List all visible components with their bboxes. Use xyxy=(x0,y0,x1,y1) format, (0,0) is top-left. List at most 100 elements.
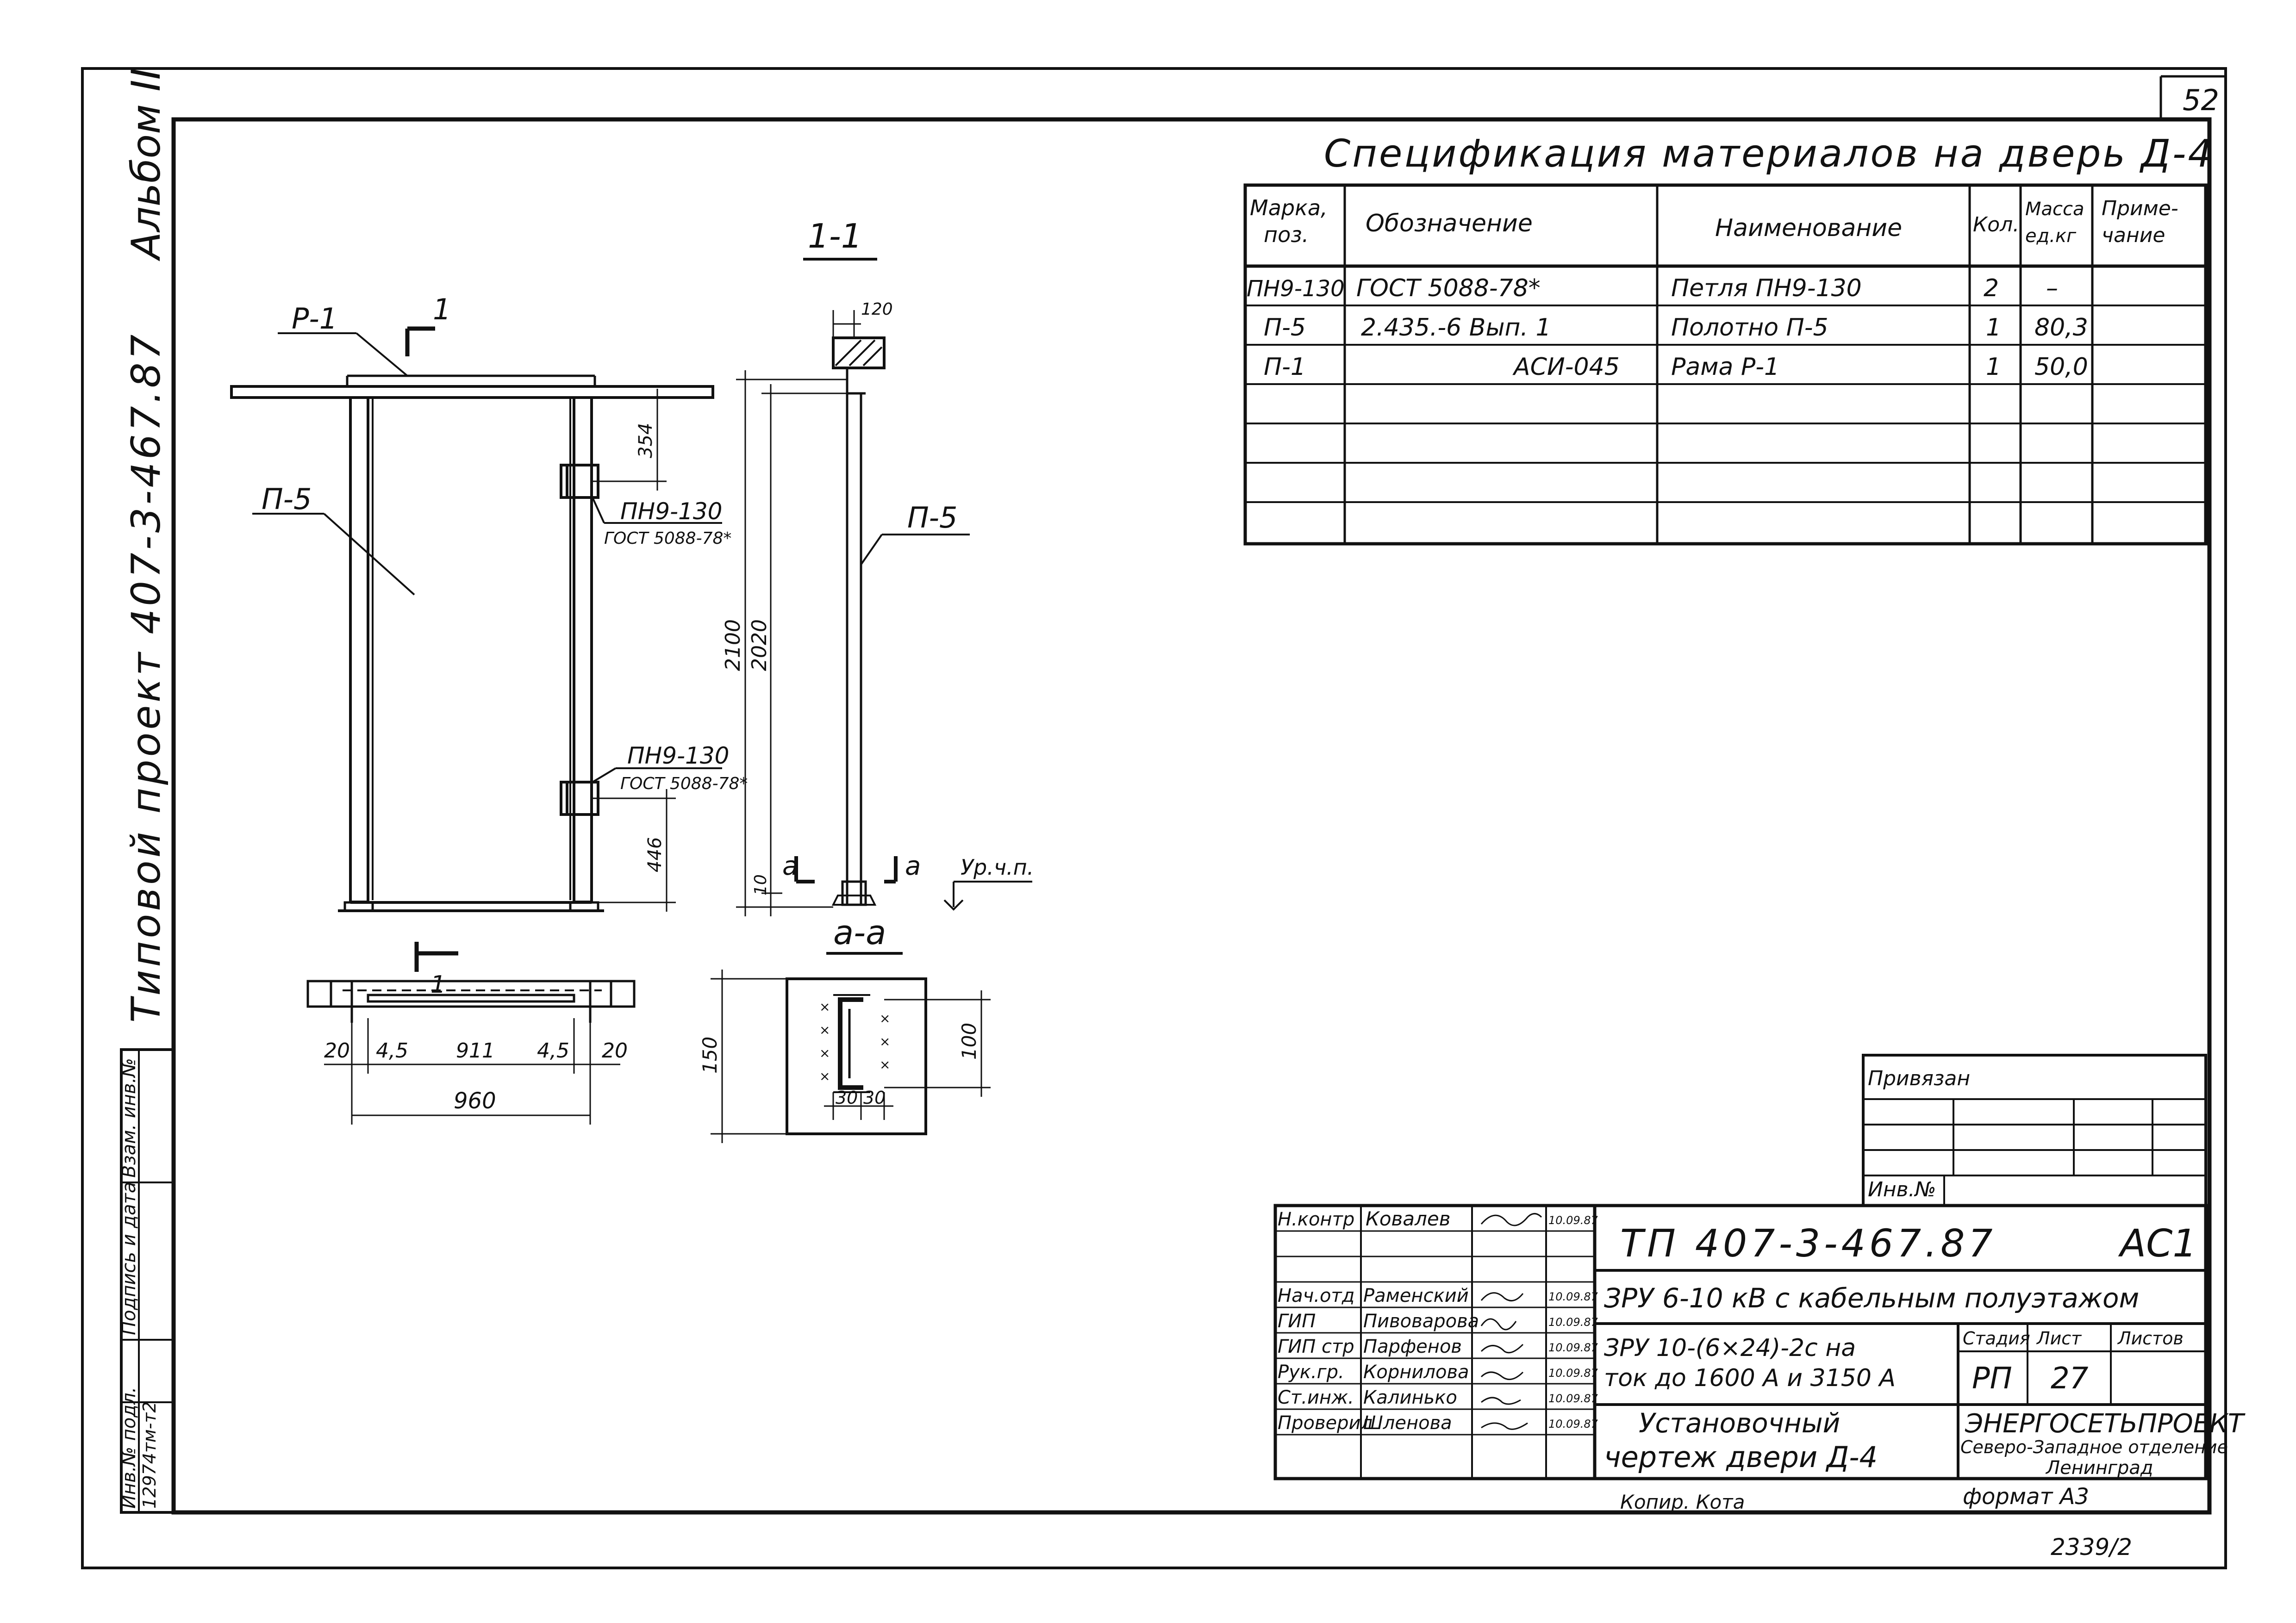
spec-r1-designation: ГОСТ 5088-78* xyxy=(1356,274,1541,302)
plan-leaf xyxy=(367,994,575,1003)
signatures xyxy=(1480,1213,1542,1430)
name-parfenov: Парфенов xyxy=(1363,1336,1462,1357)
dim-150: 150 xyxy=(699,1037,721,1074)
drawing-title-line2: чертеж двери Д-4 xyxy=(1604,1440,1878,1474)
role-nach-otd: Нач.отд xyxy=(1278,1285,1354,1306)
hinge-top-label: ПН9-130 xyxy=(620,498,722,525)
dim-100: 100 xyxy=(958,1023,980,1060)
frame-post-right xyxy=(573,396,593,903)
dim-911: 911 xyxy=(456,1039,495,1063)
drawing-frame xyxy=(171,117,2212,1515)
dim-45-left: 4,5 xyxy=(376,1039,408,1063)
specification-table: Спецификация материалов на дверь Д-4 Мар… xyxy=(1243,132,2212,546)
org-city: Ленинград xyxy=(2045,1457,2153,1479)
archive-number: 2339/2 xyxy=(2051,1534,2132,1561)
object-title: ЗРУ 6-10 кВ с кабельным полуэтажом xyxy=(1604,1282,2139,1314)
drawing-title-line1: Установочный xyxy=(1639,1407,1840,1439)
left-stamp-box xyxy=(120,1048,175,1514)
date-1: 10.09.87 xyxy=(1548,1214,1598,1227)
svg-text:×: × xyxy=(819,1045,830,1061)
spec-header-mark: Марка,поз. xyxy=(1250,195,1328,247)
spec-r3-name: Рама Р-1 xyxy=(1671,353,1779,381)
dim-2020: 2020 xyxy=(748,619,771,671)
dim-30-left: 30 xyxy=(836,1088,858,1108)
hinge-bottom-gost: ГОСТ 5088-78* xyxy=(620,774,748,793)
role-st-inzh: Ст.инж. xyxy=(1278,1387,1354,1408)
section-a-a-title: а-а xyxy=(833,913,886,952)
svg-text:×: × xyxy=(880,1034,890,1049)
spec-r2-qty: 1 xyxy=(1986,314,2001,342)
section-1-1: 1-1 120 П-5 2100 2020 10 а xyxy=(721,217,1034,916)
leaf-label: П-5 xyxy=(262,482,312,516)
page-number: 52 xyxy=(2183,83,2219,117)
date-5: 10.09.87 xyxy=(1548,1316,1598,1329)
date-9: 10.09.87 xyxy=(1548,1418,1598,1430)
format-label: формат А3 xyxy=(1963,1484,2089,1510)
name-kalinko: Калинько xyxy=(1363,1387,1457,1408)
subtitle-line2: ток до 1600 А и 3150 А xyxy=(1604,1364,1896,1392)
outer-sheet-border xyxy=(81,67,2227,1569)
sheets-label: Листов xyxy=(2117,1328,2184,1349)
org-name: ЭНЕРГОСЕТЬПРОЕКТ xyxy=(1965,1409,2246,1439)
role-gip-str: ГИП стр xyxy=(1278,1336,1354,1357)
role-ruk-gr: Рук.гр. xyxy=(1278,1362,1344,1383)
dim-30-right: 30 xyxy=(863,1088,886,1108)
section-leaf-label: П-5 xyxy=(907,501,957,535)
name-ramenskiy: Раменский xyxy=(1363,1285,1469,1306)
hinge-bottom-label: ПН9-130 xyxy=(627,742,729,769)
date-7: 10.09.87 xyxy=(1548,1367,1598,1380)
dim-960: 960 xyxy=(454,1088,496,1114)
project-label: Типовой проект 407-3-467.87 xyxy=(123,332,169,1023)
spec-r2-designation: 2.435.-6 Вып. 1 xyxy=(1361,314,1551,342)
org-branch: Северо-Западное отделение xyxy=(1960,1437,2228,1457)
name-kornilova: Корнилова xyxy=(1363,1362,1469,1383)
cut-a-right: а xyxy=(905,851,921,881)
dim-120: 120 xyxy=(861,300,893,319)
spec-header-name: Наименование xyxy=(1715,214,1902,242)
spec-header-qty: Кол. xyxy=(1973,213,2019,236)
spec-r2-name: Полотно П-5 xyxy=(1671,314,1828,342)
inv-no-label: Инв.№ xyxy=(1868,1178,1936,1201)
date-4: 10.09.87 xyxy=(1548,1290,1598,1303)
section-marker-top: 1 xyxy=(433,292,451,326)
svg-text:×: × xyxy=(819,999,830,1014)
spec-r2-mark: П-5 xyxy=(1264,314,1306,342)
spec-header-note: Приме-чание xyxy=(2102,197,2178,247)
spec-r3-mark: П-1 xyxy=(1264,353,1306,381)
weld-marks: × × × × × × × xyxy=(819,999,890,1084)
svg-text:×: × xyxy=(819,1022,830,1038)
spec-r1-mass: – xyxy=(2046,274,2058,302)
frame-label: Р-1 xyxy=(292,302,337,336)
title-block: Н.контр Нач.отд ГИП ГИП стр Рук.гр. Ст.и… xyxy=(1273,1204,2246,1480)
floor-level-label: Ур.ч.п. xyxy=(961,855,1034,880)
spec-r1-mark: ПН9-130 xyxy=(1247,276,1345,302)
sheet-value: 27 xyxy=(2051,1362,2089,1396)
side-stamp: Альбом II Типовой проект 407-3-467.87 Вз… xyxy=(119,68,175,1514)
dim-446: 446 xyxy=(644,837,666,872)
hinge-top-gost: ГОСТ 5088-78* xyxy=(604,529,731,548)
section-a-a-base xyxy=(786,977,927,1135)
project-code: ТП 407-3-467.87 xyxy=(1620,1222,1997,1266)
role-n-kontr: Н.контр xyxy=(1278,1209,1354,1230)
stage-label: Стадия xyxy=(1963,1328,2030,1349)
svg-text:×: × xyxy=(880,1057,890,1072)
name-kovalev: Ковалев xyxy=(1366,1207,1450,1230)
door-elevation: Р-1 1 П-5 ПН9-130 ГОСТ 5088-78* ПН9-130 … xyxy=(230,292,748,912)
role-gip: ГИП xyxy=(1278,1311,1316,1332)
cut-a-left: а xyxy=(782,851,798,881)
privyazan-label: Привязан xyxy=(1868,1067,1970,1090)
dim-2100: 2100 xyxy=(721,619,745,671)
dim-354: 354 xyxy=(635,423,656,458)
section-1-1-title: 1-1 xyxy=(808,217,862,255)
copier-note: Копир. Кота xyxy=(1620,1491,1745,1513)
privyazan-block: Привязан Инв.№ xyxy=(1862,1054,2207,1207)
lintel-section xyxy=(832,336,886,369)
svg-text:×: × xyxy=(819,1069,830,1084)
spec-r3-mass: 50,0 xyxy=(2034,353,2088,381)
spec-r2-mass: 80,3 xyxy=(2034,314,2088,342)
signature-date-label: Подпись и дата xyxy=(119,1182,140,1335)
dim-45-right: 4,5 xyxy=(537,1039,569,1063)
spec-r1-qty: 2 xyxy=(1984,274,1999,302)
stage-value: РП xyxy=(1972,1362,2012,1396)
